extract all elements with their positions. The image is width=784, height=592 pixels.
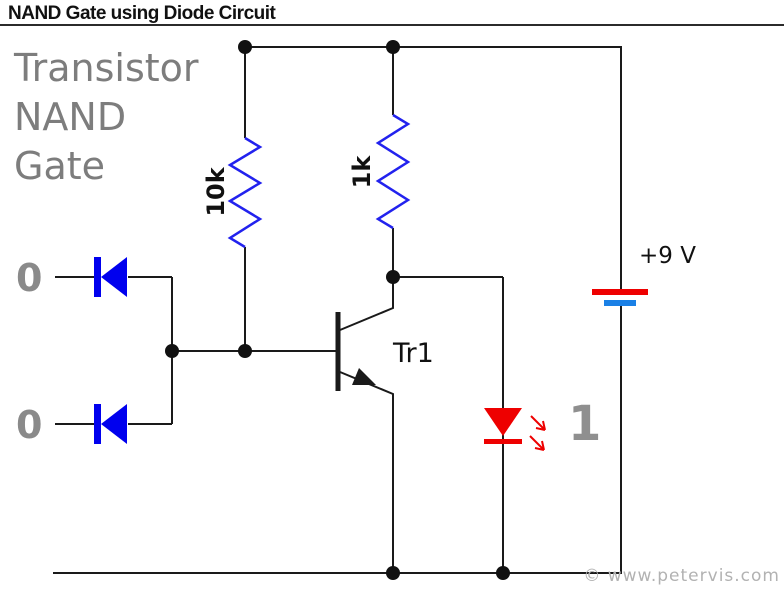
page-header: NAND Gate using Diode Circuit <box>0 0 784 26</box>
diode-b-triangle <box>101 404 127 444</box>
junction-dot <box>386 40 400 54</box>
caption-line-1: Transistor <box>14 46 199 90</box>
diode-a <box>94 257 127 297</box>
caption-line-3: Gate <box>14 144 106 188</box>
caption-line-2: NAND <box>14 95 127 139</box>
wire-led-branch <box>393 276 504 573</box>
led <box>484 408 546 451</box>
led-triangle <box>484 408 522 436</box>
watermark: © www.petervis.com <box>583 566 780 586</box>
resistor-1k-zigzag <box>375 113 411 230</box>
junction-dot <box>238 344 252 358</box>
wire-bottom-rail <box>53 306 622 574</box>
transistor-tr1 <box>335 312 376 391</box>
diode-b-cathode-bar <box>94 404 101 444</box>
wire-emitter <box>339 371 394 573</box>
resistor-10k-zigzag <box>227 136 263 249</box>
junction-dot <box>386 270 400 284</box>
page-title: NAND Gate using Diode Circuit <box>8 3 276 24</box>
transistor-label: Tr1 <box>393 338 434 369</box>
wire-collector <box>339 277 394 331</box>
battery-negative-plate <box>604 300 636 306</box>
input-b-label: 0 <box>16 403 43 447</box>
input-a-label: 0 <box>16 256 43 300</box>
junction-dot <box>496 566 510 580</box>
led-cathode-bar <box>484 439 522 444</box>
transistor-emitter-arrow <box>352 368 376 385</box>
resistor-1k-label: 1k <box>348 155 376 189</box>
resistor-10k-label: 10k <box>202 167 230 217</box>
wire-top-rail <box>245 46 622 289</box>
led-light-arrows <box>529 415 546 451</box>
diode-b <box>94 404 127 444</box>
diode-a-cathode-bar <box>94 257 101 297</box>
junction-dot <box>386 566 400 580</box>
diode-a-triangle <box>101 257 127 297</box>
supply-voltage-label: +9 V <box>639 243 696 269</box>
battery <box>592 289 648 306</box>
battery-positive-plate <box>592 289 648 295</box>
circuit-caption: Transistor NAND Gate <box>14 44 199 191</box>
junction-dots <box>165 40 510 580</box>
wires <box>53 46 622 574</box>
junction-dot <box>238 40 252 54</box>
output-label: 1 <box>568 396 602 452</box>
junction-dot <box>165 344 179 358</box>
